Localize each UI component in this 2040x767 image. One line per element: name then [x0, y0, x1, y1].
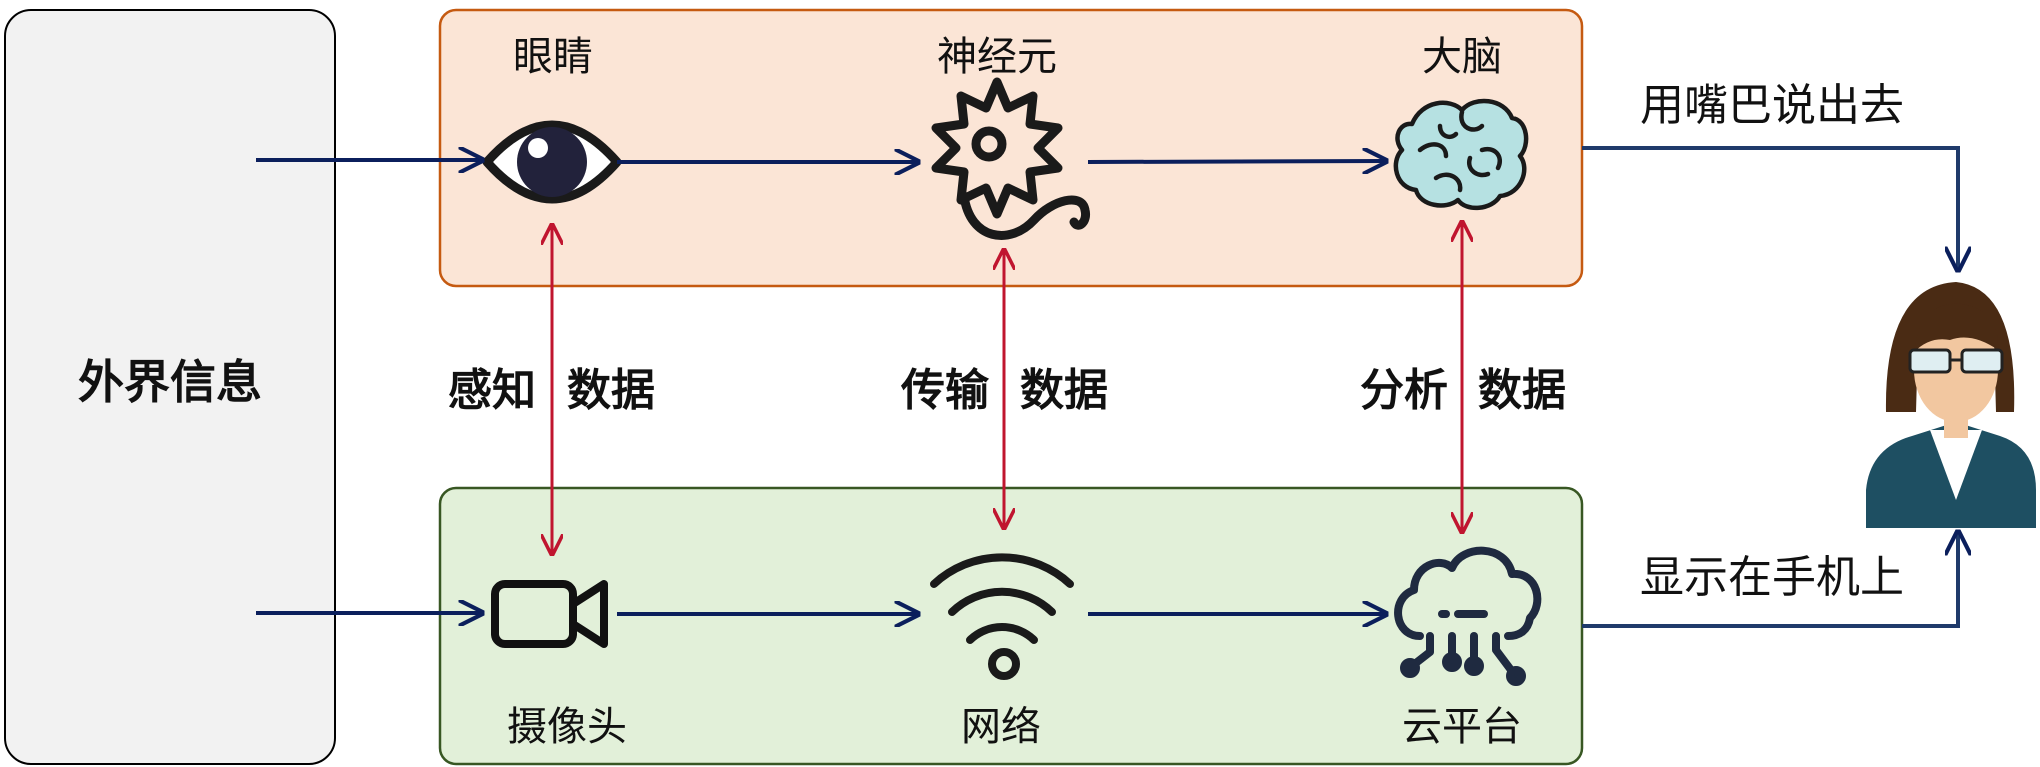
cloud-platform-label: 云平台 [1402, 704, 1522, 750]
brain-label: 大脑 [1422, 34, 1502, 80]
link-noun-perceive: 数据 [567, 365, 655, 416]
link-noun-analyze: 数据 [1478, 365, 1566, 416]
flow-arrow-neuron-to-brain [1087, 161, 1386, 162]
video-camera-icon [491, 580, 608, 648]
link-verb-perceive: 感知 [448, 365, 536, 416]
link-noun-transmit: 数据 [1020, 365, 1108, 416]
eye-label: 眼睛 [513, 34, 593, 80]
brain-icon [1393, 98, 1529, 210]
cloud-platform-icon [1394, 546, 1542, 686]
neuron-icon [931, 77, 1091, 240]
person-avatar-icon [1866, 282, 2036, 528]
wifi-icon [930, 553, 1074, 680]
link-verb-analyze: 分析 [1360, 365, 1448, 416]
external-info-panel: 外界信息 [4, 9, 336, 765]
network-label: 网络 [961, 704, 1041, 750]
neuron-label: 神经元 [937, 34, 1057, 80]
external-info-label: 外界信息 [78, 355, 262, 409]
output-arrow-phone [1582, 532, 1958, 628]
camera-label: 摄像头 [507, 704, 627, 750]
output-speak-label: 用嘴巴说出去 [1640, 80, 1904, 131]
link-verb-transmit: 传输 [900, 365, 990, 416]
output-arrow-speak [1582, 146, 1958, 270]
output-phone-label: 显示在手机上 [1640, 552, 1904, 603]
